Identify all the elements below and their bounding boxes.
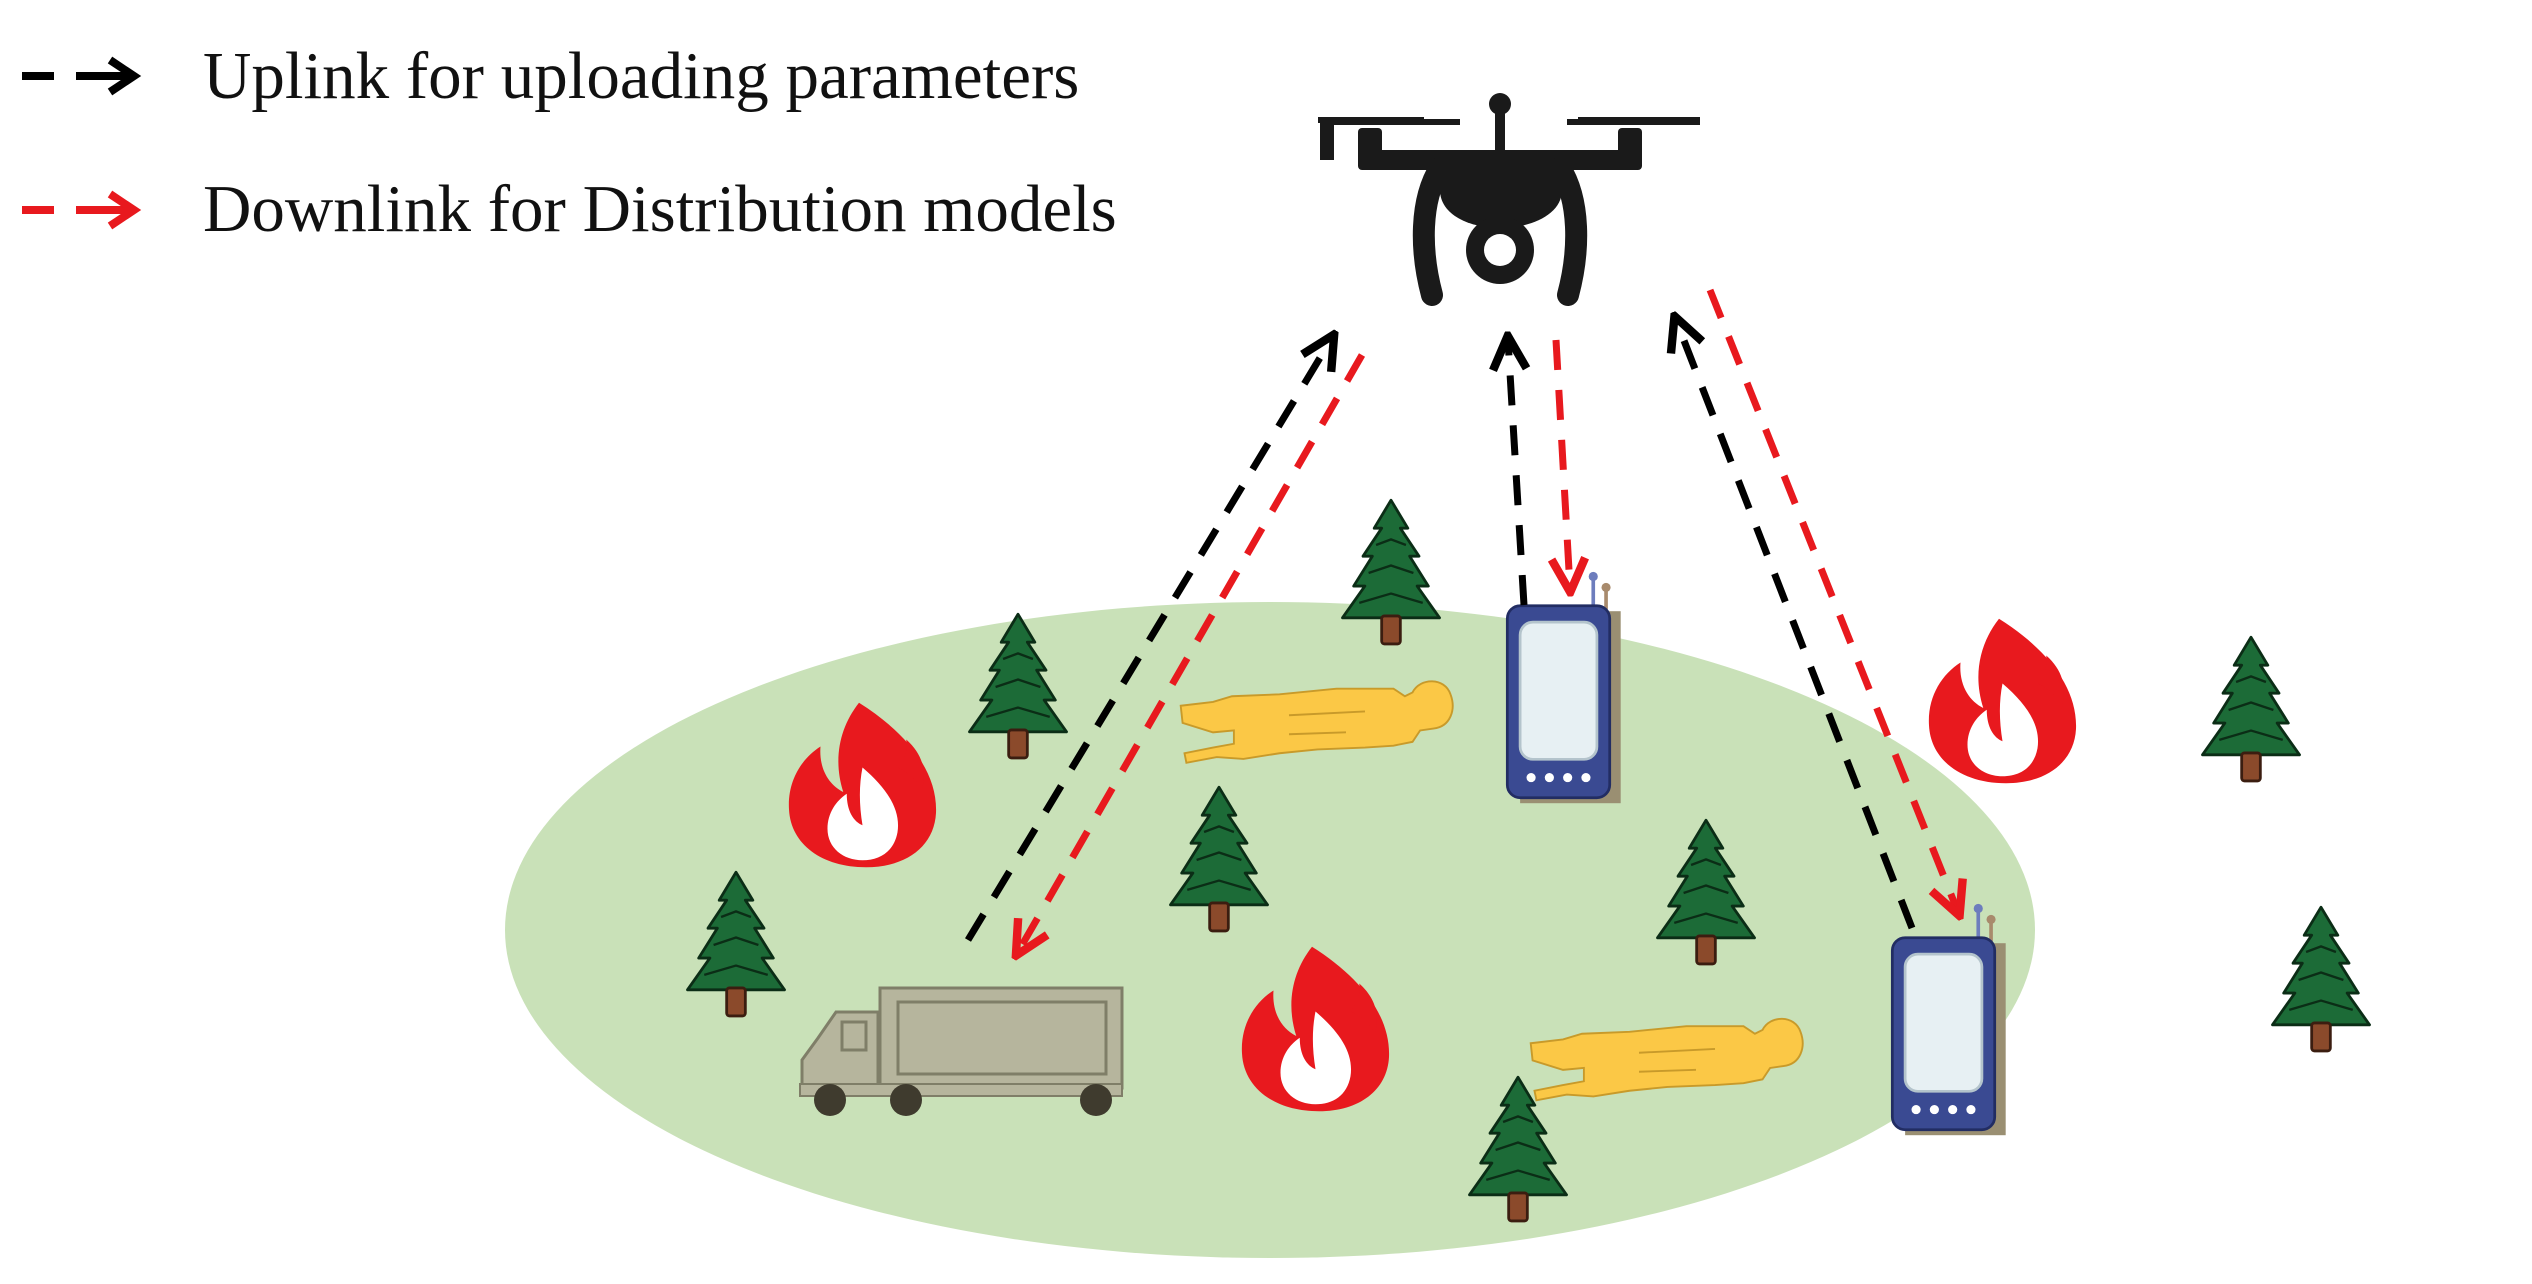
downlink-arrow-truck — [1018, 353, 1366, 952]
legend-downlink-dash-icon — [22, 190, 142, 230]
legend-uplink-label: Uplink for uploading parameters — [203, 39, 1079, 113]
downlink-arrows — [1018, 288, 1958, 952]
radio-device-icon — [1507, 572, 1620, 803]
fire-icon — [1928, 618, 2077, 784]
uplink-arrow-device-right — [1676, 320, 1916, 930]
pine-tree-icon — [2271, 905, 2371, 1053]
uplink-arrow-truck — [965, 338, 1332, 942]
downlink-arrow-device-center — [1556, 339, 1570, 588]
radio-device-icon — [1892, 904, 2005, 1135]
legend-uplink-dash-icon — [22, 56, 142, 96]
truck-icon — [799, 986, 1124, 1116]
downlink-arrow-device-right — [1706, 288, 1958, 912]
legend-downlink-label: Downlink for Distribution models — [203, 172, 1117, 246]
drone-icon — [1318, 93, 1700, 306]
pine-tree-icon — [2201, 635, 2301, 783]
uplink-arrows — [965, 320, 1916, 942]
legend: Uplink for uploading parameters Downlink… — [22, 39, 1117, 246]
uplink-arrow-device-center — [1508, 340, 1524, 606]
